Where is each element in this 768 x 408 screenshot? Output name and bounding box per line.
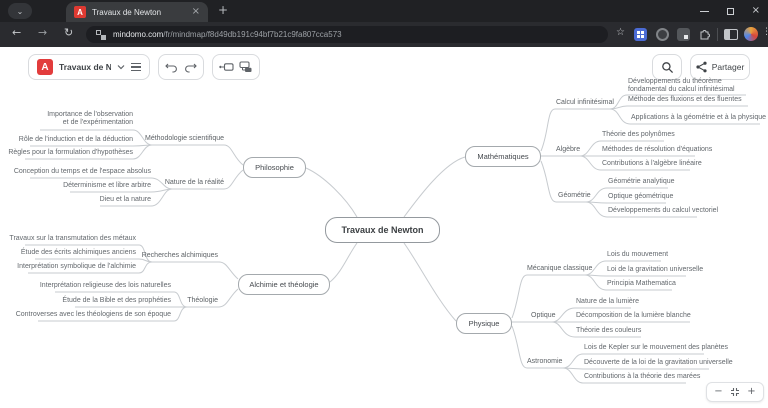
- leaf-topic[interactable]: Controverses avec les théologiens de son…: [15, 311, 171, 318]
- subtopic-recherches-alchimiques[interactable]: Recherches alchimiques: [141, 252, 218, 259]
- share-label: Partager: [711, 62, 745, 72]
- browser-tab-strip: ⌄ A Travaux de Newton × + ×: [0, 0, 768, 22]
- leaf-topic[interactable]: Lois du mouvement: [607, 251, 669, 258]
- toolbar-divider: [717, 28, 718, 41]
- share-icon: [696, 61, 707, 73]
- leaf-topic[interactable]: Rôle de l'induction et de la déduction: [18, 136, 133, 143]
- browser-toolbar: ← → ↻ mindomo.com/fr/mindmap/f8d49db191c…: [0, 22, 768, 47]
- subtopic-optique[interactable]: Optique: [531, 312, 556, 319]
- fit-map-icon[interactable]: [730, 387, 740, 397]
- back-icon[interactable]: ←: [12, 26, 22, 39]
- leaf-topic[interactable]: Développements du théorème fondamental d…: [628, 78, 735, 93]
- leaf-topic[interactable]: Déterminisme et libre arbitre: [63, 182, 151, 189]
- leaf-topic[interactable]: Contributions à l'algèbre linéaire: [602, 160, 702, 167]
- undo-icon[interactable]: [165, 62, 178, 73]
- minimize-icon[interactable]: [699, 10, 709, 12]
- profile-avatar[interactable]: [744, 27, 758, 41]
- url-text: mindomo.com/fr/mindmap/f8d49db191c94bf7b…: [113, 30, 342, 39]
- leaf-topic[interactable]: Applications à la géométrie et à la phys…: [631, 114, 767, 121]
- reload-icon[interactable]: ↻: [64, 26, 74, 39]
- subtopic-mecanique-classique[interactable]: Mécanique classique: [527, 265, 593, 272]
- mindomo-favicon: A: [74, 6, 86, 18]
- leaf-topic[interactable]: Développements du calcul vectoriel: [608, 207, 719, 214]
- tab-search-button[interactable]: ⌄: [8, 3, 32, 19]
- zoom-controls: − +: [706, 382, 764, 402]
- topic-central[interactable]: Travaux de Newton: [325, 217, 440, 243]
- extension-icon[interactable]: [677, 28, 690, 41]
- bookmark-star-icon[interactable]: ☆: [616, 27, 625, 38]
- history-group: [158, 54, 204, 80]
- leaf-topic[interactable]: Étude des écrits alchimiques anciens: [20, 249, 136, 256]
- close-window-icon[interactable]: ×: [751, 5, 760, 16]
- insert-subtopic-icon[interactable]: [239, 61, 253, 73]
- window-controls: ×: [699, 0, 760, 22]
- leaf-topic[interactable]: Contributions à la théorie des marées: [584, 373, 701, 380]
- new-tab-button[interactable]: +: [218, 3, 229, 17]
- leaf-topic[interactable]: Optique géométrique: [608, 193, 674, 200]
- leaf-topic[interactable]: Étude de la Bible et des prophéties: [62, 297, 171, 304]
- leaf-topic[interactable]: Interprétation religieuse des lois natur…: [39, 282, 171, 289]
- map-title: Travaux de New...: [59, 62, 111, 72]
- leaf-topic[interactable]: Théorie des polynômes: [602, 131, 675, 138]
- subtopic-nature-realite[interactable]: Nature de la réalité: [164, 179, 224, 186]
- leaf-topic[interactable]: Découverte de la loi de la gravitation u…: [584, 359, 733, 366]
- search-button[interactable]: [652, 54, 682, 80]
- extension-icon[interactable]: [656, 28, 669, 41]
- topic-alchimie-theologie[interactable]: Alchimie et théologie: [238, 274, 330, 295]
- browser-menu-icon[interactable]: ⋮: [762, 27, 768, 37]
- mindomo-toolbar: A Travaux de New... Partager: [0, 47, 768, 88]
- leaf-topic[interactable]: Dieu et la nature: [99, 196, 151, 203]
- menu-icon[interactable]: [131, 61, 141, 73]
- leaf-topic[interactable]: Décomposition de la lumière blanche: [576, 312, 691, 319]
- topic-philosophie[interactable]: Philosophie: [243, 157, 306, 178]
- chevron-down-icon[interactable]: [117, 64, 125, 70]
- subtopic-algebre[interactable]: Algèbre: [556, 146, 581, 153]
- mindomo-logo: A: [37, 59, 53, 75]
- browser-tab[interactable]: A Travaux de Newton ×: [66, 2, 208, 22]
- tab-title: Travaux de Newton: [92, 7, 162, 17]
- forward-icon[interactable]: →: [38, 26, 48, 39]
- maximize-icon[interactable]: [726, 7, 734, 15]
- redo-icon[interactable]: [184, 62, 197, 73]
- share-button[interactable]: Partager: [690, 54, 750, 80]
- leaf-topic[interactable]: Méthodes de résolution d'équations: [602, 146, 713, 153]
- side-panel-icon[interactable]: [724, 29, 738, 40]
- site-info-icon[interactable]: [96, 29, 106, 40]
- extension-icon[interactable]: [634, 28, 647, 41]
- leaf-topic[interactable]: Loi de la gravitation universelle: [607, 266, 704, 273]
- leaf-topic[interactable]: Lois de Kepler sur le mouvement des plan…: [584, 344, 728, 351]
- url-bar[interactable]: mindomo.com/fr/mindmap/f8d49db191c94bf7b…: [86, 26, 608, 43]
- zoom-in-button[interactable]: +: [747, 386, 756, 397]
- topic-physique[interactable]: Physique: [456, 313, 512, 334]
- subtopic-theologie[interactable]: Théologie: [187, 297, 218, 304]
- search-icon: [661, 61, 674, 74]
- insert-group: [212, 54, 260, 80]
- topic-mathematiques[interactable]: Mathématiques: [465, 146, 541, 167]
- zoom-out-button[interactable]: −: [714, 386, 723, 397]
- leaf-topic[interactable]: Nature de la lumière: [576, 298, 640, 305]
- subtopic-calcul-infinitesimal[interactable]: Calcul infinitésimal: [556, 99, 614, 106]
- leaf-topic[interactable]: Importance de l'observation et de l'expé…: [47, 111, 133, 126]
- leaf-topic[interactable]: Géométrie analytique: [608, 178, 675, 185]
- leaf-topic[interactable]: Règles pour la formulation d'hypothèses: [8, 149, 133, 156]
- insert-topic-icon[interactable]: [218, 62, 234, 72]
- extensions-puzzle-icon[interactable]: [698, 28, 711, 46]
- map-title-menu[interactable]: A Travaux de New...: [28, 54, 150, 80]
- leaf-topic[interactable]: Travaux sur la transmutation des métaux: [9, 235, 136, 242]
- subtopic-astronomie[interactable]: Astronomie: [527, 358, 563, 365]
- subtopic-geometrie[interactable]: Géométrie: [558, 192, 591, 199]
- leaf-topic[interactable]: Théorie des couleurs: [576, 327, 642, 334]
- subtopic-methodologie[interactable]: Méthodologie scientifique: [145, 135, 224, 142]
- leaf-topic[interactable]: Principia Mathematica: [607, 280, 676, 287]
- leaf-topic[interactable]: Interprétation symbolique de l'alchimie: [17, 263, 136, 270]
- leaf-topic[interactable]: Méthode des fluxions et des fluentes: [628, 96, 742, 103]
- tab-close-icon[interactable]: ×: [191, 6, 200, 17]
- leaf-topic[interactable]: Conception du temps et de l'espace absol…: [13, 168, 151, 175]
